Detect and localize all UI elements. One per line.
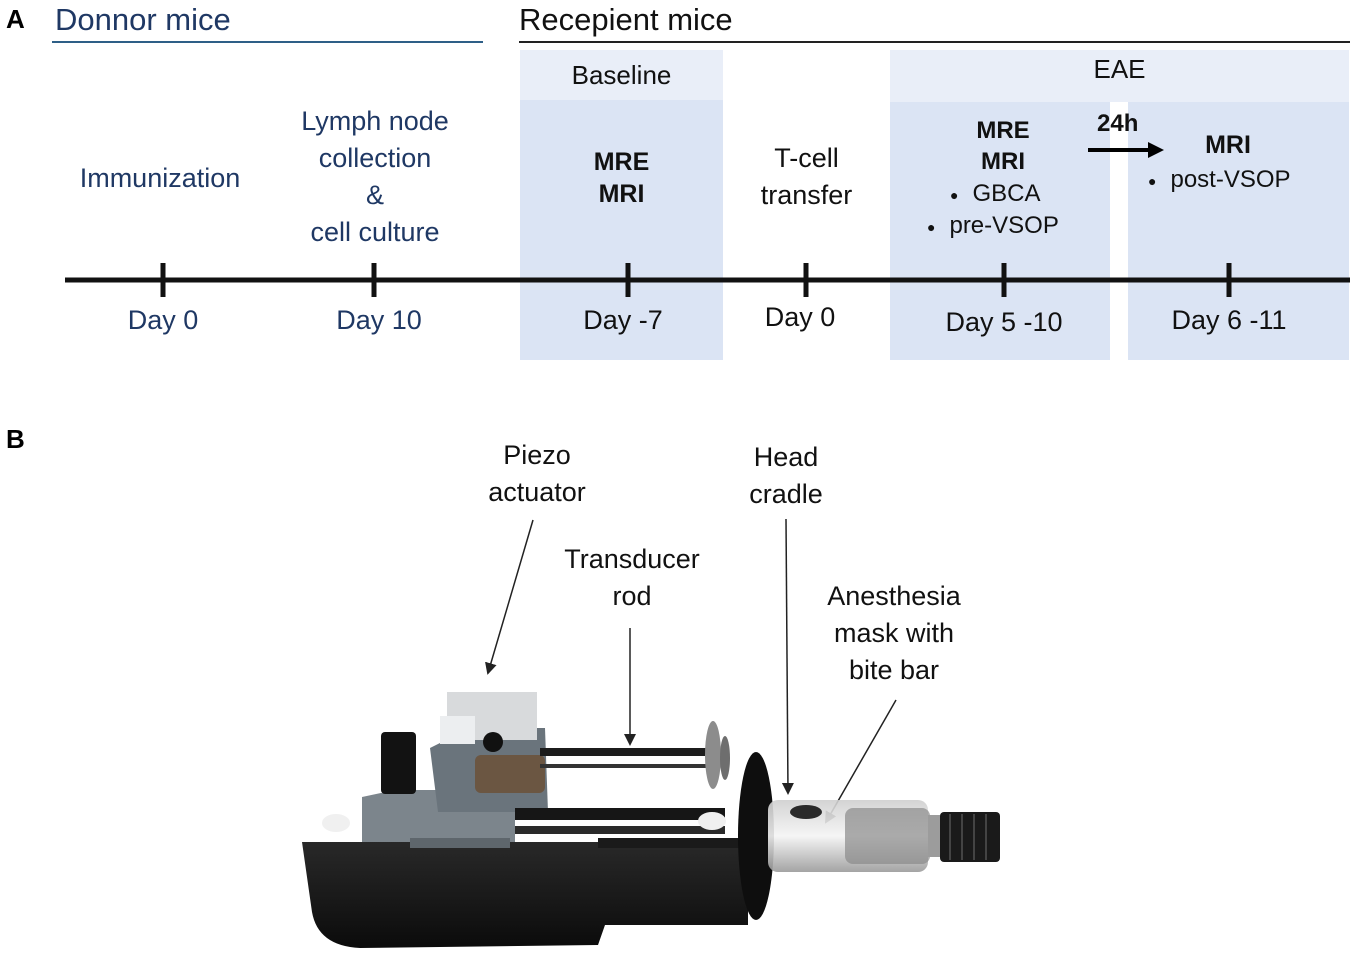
mask-line-1: Anesthesia — [827, 581, 961, 611]
day-label-3: Day -7 — [583, 305, 663, 335]
tcell-line-2: transfer — [760, 180, 853, 210]
stage-lymph-line-4: cell culture — [310, 217, 440, 247]
cradle-line-2: cradle — [749, 479, 823, 509]
rod-line-1: Transducer — [564, 544, 700, 574]
recipient-underline — [519, 41, 1350, 43]
baseline-header-box — [520, 50, 723, 100]
eae1-bullet-1: ●GBCA — [950, 180, 1041, 207]
piezo-line-2: actuator — [488, 477, 586, 507]
transducer-rod — [540, 748, 720, 756]
tcell-line-1: T-cell — [774, 143, 839, 173]
mask-line-2: mask with — [833, 618, 955, 648]
eae2-bullet-1-text: post-VSOP — [1170, 166, 1291, 193]
recipient-mice-header: Recepient mice — [519, 2, 733, 37]
day-label-4: Day 0 — [764, 302, 836, 332]
eae-label: EAE — [1093, 54, 1146, 84]
arrow-24h-icon — [1088, 142, 1164, 158]
eae1-bullet-2: ●pre-VSOP — [927, 212, 1059, 239]
eae2-bullet-1: ●post-VSOP — [1148, 166, 1291, 193]
arrow-cradle — [781, 518, 794, 795]
label-piezo-actuator: Piezo actuator — [437, 437, 637, 511]
bronze-clamp — [475, 755, 545, 793]
stage-baseline-imaging: MRE MRI — [520, 146, 723, 210]
panel-b-letter: B — [6, 424, 25, 454]
arrow-piezo — [485, 519, 534, 675]
eae2-title: MRI — [1205, 131, 1251, 159]
timeline-axis — [65, 263, 1350, 297]
donor-underline — [52, 41, 483, 43]
eae1-mre: MRE — [976, 117, 1030, 144]
day-label-2: Day 10 — [336, 305, 422, 335]
baseline-mre: MRE — [593, 148, 650, 176]
stage-immunization: Immunization — [79, 163, 241, 193]
eae1-mri: MRI — [981, 148, 1025, 175]
stage-lymph-line-3: & — [365, 180, 384, 210]
rod-wheel — [705, 721, 721, 789]
eae1-title: MRE MRI — [903, 115, 1103, 177]
device-illustration — [302, 518, 1000, 948]
stage-tcell-transfer: T-cell transfer — [723, 140, 890, 214]
day-label-1: Day 0 — [127, 305, 199, 335]
arrow-24h-label: 24h — [1097, 110, 1139, 137]
device-base — [302, 838, 748, 948]
stage-lymph-line-1: Lymph node — [301, 106, 449, 136]
stage-lymph-node: Lymph node collection & cell culture — [255, 103, 495, 251]
day-label-5: Day 5 -10 — [945, 307, 1063, 337]
eae1-bullet-1-text: GBCA — [972, 180, 1041, 207]
eae-header-box — [890, 50, 1349, 102]
baseline-label: Baseline — [571, 60, 672, 90]
rod-line-2: rod — [612, 581, 652, 611]
label-head-cradle: Head cradle — [686, 439, 886, 513]
panel-a-letter: A — [6, 4, 25, 34]
cradle-line-1: Head — [753, 442, 819, 472]
black-post — [381, 732, 416, 794]
baseline-mri: MRI — [598, 180, 645, 208]
label-transducer-rod: Transducer rod — [532, 541, 732, 615]
day-label-6: Day 6 -11 — [1171, 305, 1287, 335]
donor-mice-header: Donnor mice — [55, 2, 231, 37]
head-cradle-disc — [738, 752, 774, 920]
piezo-line-1: Piezo — [503, 440, 571, 470]
nylon-screw — [322, 814, 350, 832]
baseline-box — [520, 50, 723, 360]
mask-line-3: bite bar — [848, 655, 940, 685]
eae1-bullet-2-text: pre-VSOP — [949, 212, 1059, 239]
label-anesthesia-mask: Anesthesia mask with bite bar — [794, 578, 994, 689]
stage-lymph-line-2: collection — [318, 143, 432, 173]
